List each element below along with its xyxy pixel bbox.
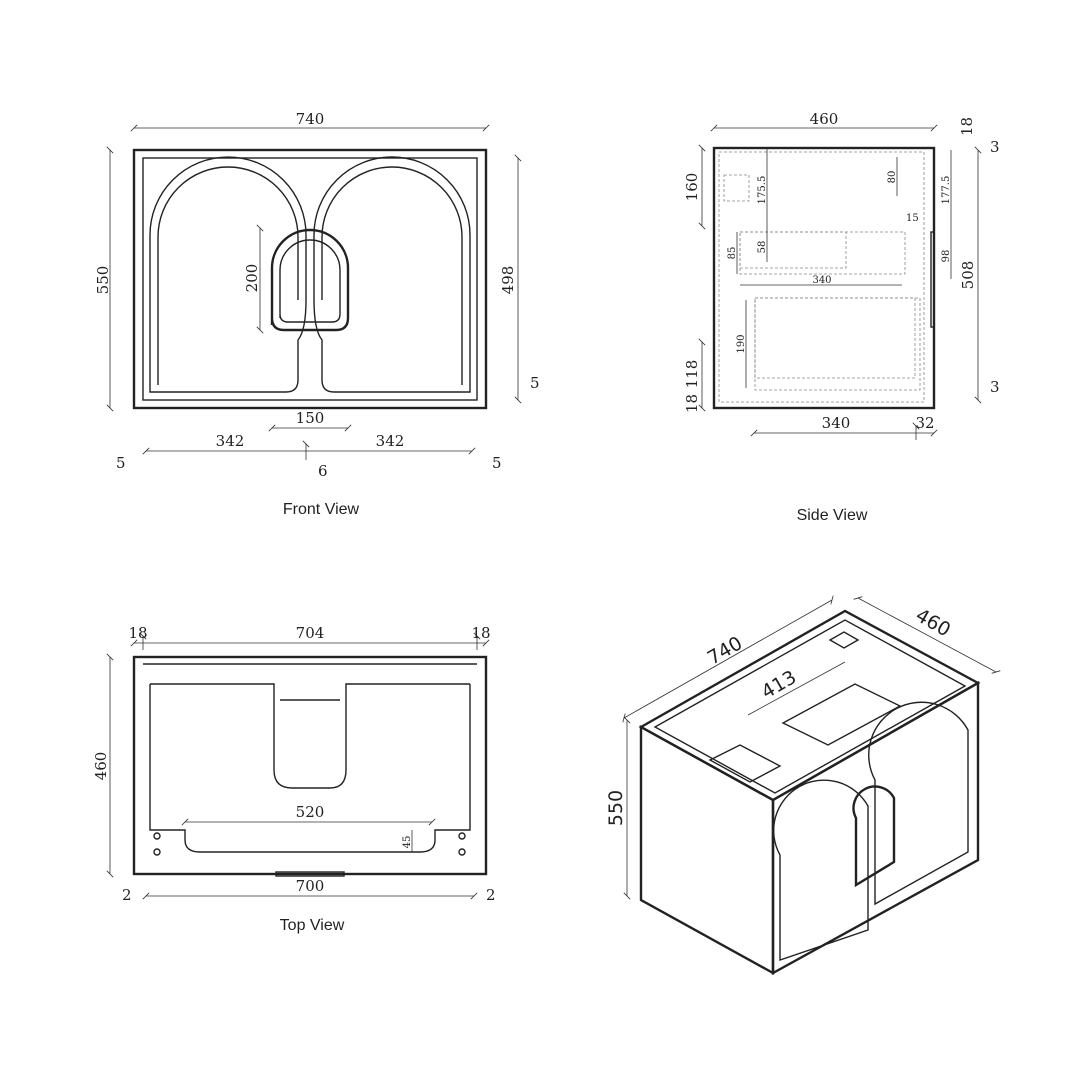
dim-drawer-height: 85 [727, 247, 738, 260]
iso-right-arch [868, 701, 969, 906]
side-view-title: Side View [797, 507, 868, 524]
dim-handle-height: 200 [243, 264, 261, 293]
dim-height: 508 [959, 261, 977, 290]
dim-drawer-offset: 175.5 [757, 176, 768, 205]
dim-bottom-thickness: 18 [683, 394, 701, 413]
dim-cutout-width: 520 [296, 803, 325, 821]
side-handle [930, 231, 935, 328]
iso-front [771, 680, 980, 976]
dim-base-width: 700 [296, 877, 325, 895]
dim-bottom-gap: 3 [990, 378, 1000, 396]
cabinet-outline [132, 148, 488, 410]
dim-iso-height: 550 [605, 790, 627, 826]
dim-left-gap: 5 [116, 454, 126, 472]
door-frame [142, 157, 478, 401]
dim-left-gap: 2 [122, 886, 132, 904]
iso-drawer-box [781, 683, 902, 746]
dim-upper-zone: 160 [683, 173, 701, 202]
iso-side [639, 724, 775, 976]
dim-height: 550 [94, 266, 112, 295]
dim-bracket: 80 [887, 171, 898, 184]
right-door-arch [313, 156, 471, 393]
handle-inner [279, 239, 341, 323]
iso-left-arch [772, 779, 869, 961]
top-outline [132, 655, 488, 876]
dim-depth: 460 [810, 110, 839, 128]
dim-center-gap: 6 [318, 462, 328, 480]
dim-left-side: 18 [128, 624, 147, 642]
dim-bottom-gap: 5 [530, 374, 540, 392]
dim-right-side: 18 [471, 624, 490, 642]
dim-right-gap: 5 [492, 454, 502, 472]
dim-width: 740 [296, 110, 325, 128]
dim-front-thickness: 32 [915, 414, 934, 432]
dim-inner-height: 498 [499, 266, 517, 295]
dim-right-offset: 177.5 [941, 176, 952, 205]
dim-drawer-inner: 58 [757, 241, 768, 254]
front-view: 740 550 498 200 150 342 342 5 5 6 5 Fron… [94, 110, 540, 518]
top-view: 18 704 18 460 520 45 700 2 2 Top View [92, 624, 496, 934]
top-internal [143, 663, 477, 853]
handle-outer [270, 228, 350, 332]
dim-inset: 15 [906, 213, 919, 224]
dim-inner-width: 704 [296, 624, 325, 642]
left-door-arch [149, 156, 307, 393]
dim-right-gap: 2 [486, 886, 496, 904]
right-arch-inner [321, 166, 463, 385]
front-view-title: Front View [283, 501, 360, 518]
dim-depth: 460 [92, 752, 110, 781]
dim-cutout-depth: 45 [402, 836, 413, 849]
iso-handle [852, 785, 896, 888]
dim-drawer-depth: 340 [812, 275, 831, 286]
dim-lower-zone: 118 [683, 360, 701, 389]
dim-right-door: 342 [376, 432, 405, 450]
dim-top-gap: 3 [990, 138, 1000, 156]
dim-handle-width: 150 [296, 409, 325, 427]
dim-top-thickness: 18 [958, 117, 976, 136]
dim-lower-drawer: 190 [736, 334, 747, 353]
dim-handle: 98 [941, 250, 952, 263]
dim-base-depth: 340 [822, 414, 851, 432]
dim-left-door: 342 [216, 432, 245, 450]
isometric-view: 740 460 550 413 [605, 595, 1001, 976]
top-view-title: Top View [280, 917, 345, 934]
side-view: 460 160 175.5 80 177.5 15 85 58 98 340 1… [683, 110, 1000, 524]
dim-iso-width: 740 [704, 632, 746, 669]
dim-iso-depth: 460 [912, 604, 954, 641]
left-arch-inner [157, 166, 299, 385]
